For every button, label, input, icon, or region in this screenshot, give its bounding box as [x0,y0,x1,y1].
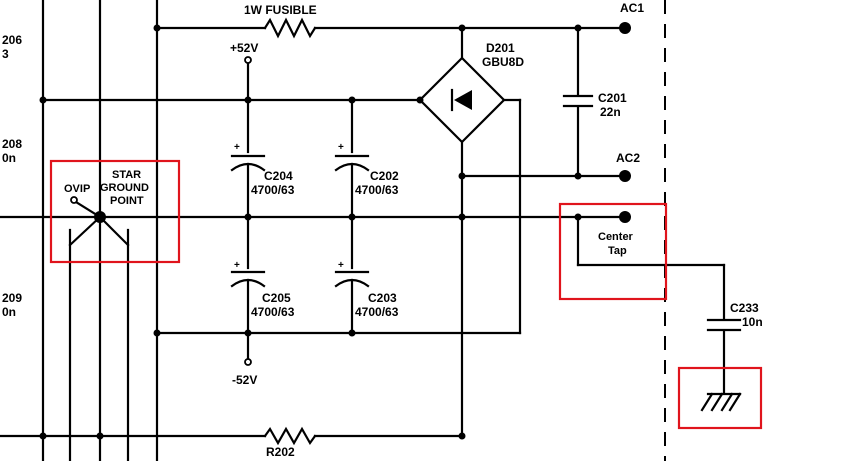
svg-text:+: + [234,260,240,271]
edge-label-3: 3 [2,47,9,61]
chassis-ground-highlight [677,366,763,430]
edge-label-0n-a: 0n [2,151,16,165]
bridge-rectifier [418,26,627,438]
cap-column-left: + + [230,98,266,335]
edge-label-208: 208 [2,137,22,151]
star-label-2: GROUND [100,182,149,194]
svg-text:+: + [234,142,240,153]
pos52-label: +52V [230,41,258,55]
c233-branch [576,215,742,394]
c205-ref: C205 [262,291,291,305]
center-tap-highlight [558,202,668,301]
fusible-resistor [155,17,627,39]
c203-ref: C203 [368,291,397,305]
chassis-ground-icon [700,392,742,412]
neg52-label: -52V [232,373,257,387]
c204-val: 4700/63 [251,183,295,197]
edge-label-206: 206 [2,33,22,47]
fusible-label: 1W FUSIBLE [244,3,317,17]
junction-dots [39,24,582,440]
edge-label-0n-b: 0n [2,305,16,319]
star-label-1: STAR [112,169,141,181]
c202-ref: C202 [370,169,399,183]
cap-column-right: + + [334,98,370,335]
star-label-3: POINT [110,195,144,207]
ac1-label: AC1 [620,1,644,15]
ac2-label: AC2 [616,151,640,165]
c201-capacitor [562,26,594,178]
center-tap-label-2: Tap [608,245,627,257]
terminals [619,22,631,223]
c201-ref: C201 [598,91,627,105]
neg-rail [155,331,522,366]
d201-ref: D201 [486,41,515,55]
ovip-label: OVIP [64,183,90,195]
edge-label-209: 209 [2,291,22,305]
c203-val: 4700/63 [355,305,399,319]
c233-ref: C233 [730,301,759,315]
svg-text:+: + [338,260,344,271]
c202-val: 4700/63 [355,183,399,197]
left-bus-lines [41,0,159,461]
c201-val: 22n [600,105,621,119]
star-ground-highlight [49,159,181,264]
c205-val: 4700/63 [251,305,295,319]
r202-label: R202 [266,445,295,459]
c204-ref: C204 [264,169,293,183]
pos-rail [41,56,422,102]
d201-part: GBU8D [482,55,524,69]
center-tap-label-1: Center [598,231,634,243]
svg-text:+: + [338,142,344,153]
c233-val: 10n [742,315,763,329]
